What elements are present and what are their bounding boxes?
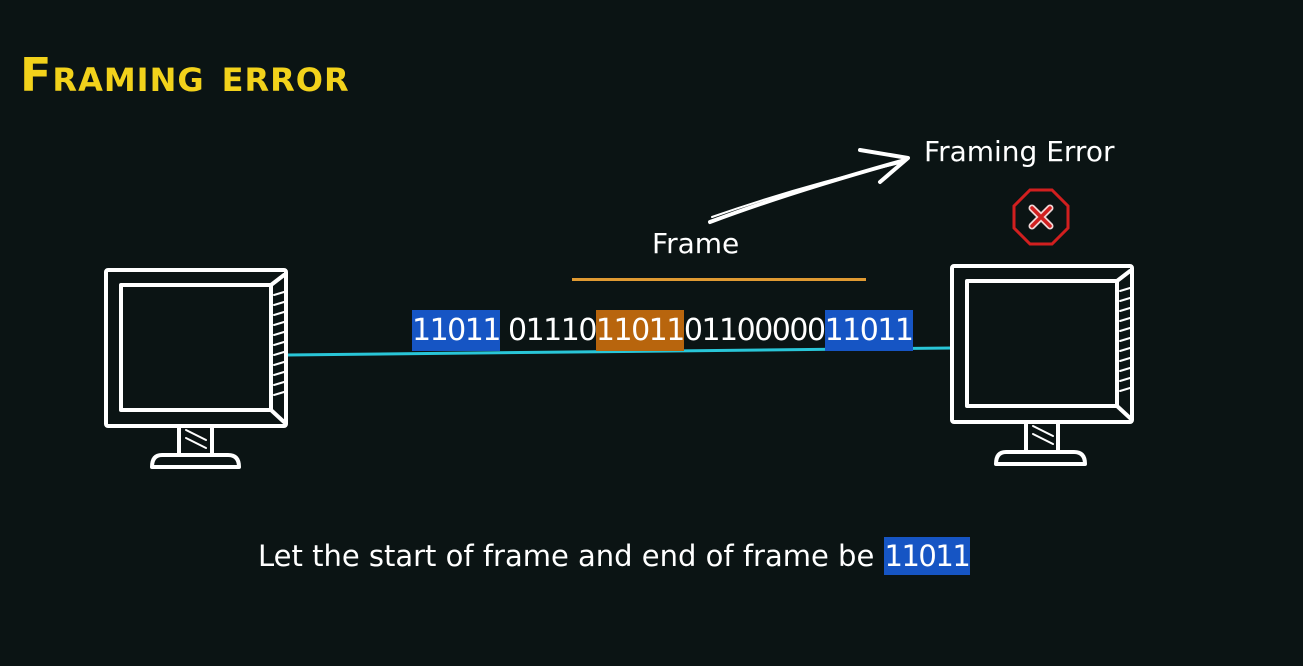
error-octagon-icon bbox=[1012, 188, 1070, 246]
bitstream: 11011 01110 11011 01100000 11011 bbox=[412, 310, 914, 351]
frame-label: Frame bbox=[652, 227, 740, 260]
caption-flag-bits: 11011 bbox=[883, 537, 971, 575]
payload-bits-a: 01110 bbox=[507, 313, 597, 348]
caption: Let the start of frame and end of frame … bbox=[258, 537, 971, 575]
arrow-icon bbox=[708, 148, 910, 224]
start-flag-bits: 11011 bbox=[412, 310, 501, 351]
sender-monitor-icon bbox=[104, 268, 288, 469]
framing-error-label: Framing Error bbox=[924, 135, 1115, 168]
end-flag-bits: 11011 bbox=[824, 310, 914, 351]
fake-flag-bits: 11011 bbox=[595, 310, 685, 351]
page-title: Framing error bbox=[20, 48, 350, 102]
bit-gap bbox=[500, 310, 508, 351]
receiver-monitor-icon bbox=[950, 264, 1134, 466]
payload-bits-b: 01100000 bbox=[683, 313, 826, 348]
frame-bracket bbox=[572, 278, 866, 281]
caption-text: Let the start of frame and end of frame … bbox=[258, 539, 884, 573]
